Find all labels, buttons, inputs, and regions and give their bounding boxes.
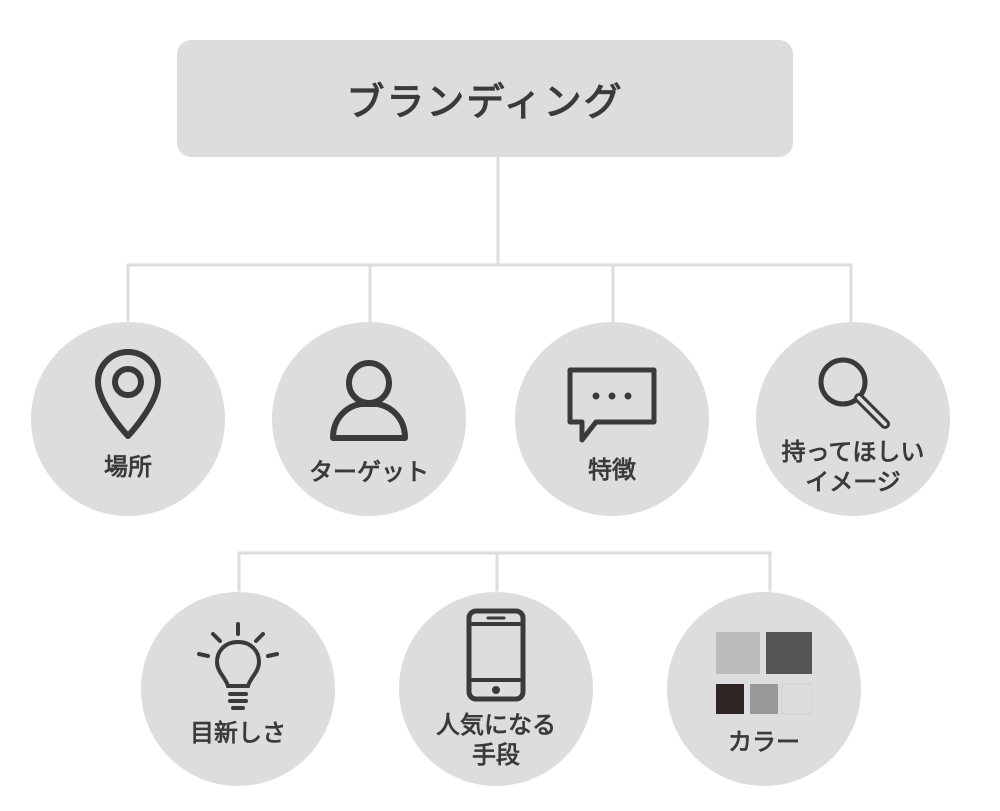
node-features-label: 特徴 xyxy=(515,455,709,485)
swatch-mid-gray xyxy=(750,684,778,714)
node-novelty-label: 目新しさ xyxy=(141,718,335,748)
node-location: 場所 xyxy=(31,322,225,516)
node-popularity-label: 人気になる 手段 xyxy=(399,710,593,770)
node-features: 特徴 xyxy=(515,322,709,516)
node-color-label: カラー xyxy=(667,727,861,757)
lightbulb-icon xyxy=(193,620,283,720)
node-image-label: 持ってほしい イメージ xyxy=(756,437,950,497)
title-box: ブランディング xyxy=(177,40,793,157)
node-color-label-line-1: カラー xyxy=(728,728,800,756)
swatch-light-gray xyxy=(716,632,760,674)
swatch-dark-gray xyxy=(766,632,812,674)
node-popularity: 人気になる 手段 xyxy=(399,592,593,786)
node-novelty-label-line-1: 目新しさ xyxy=(190,719,286,747)
person-icon xyxy=(327,358,411,448)
node-color: カラー xyxy=(667,592,861,786)
diagram-title: ブランディング xyxy=(346,80,624,124)
swatch-near-black xyxy=(716,684,744,714)
node-image-label-line-2: イメージ xyxy=(805,468,901,496)
magnifier-icon xyxy=(813,352,893,436)
map-pin-icon xyxy=(92,348,164,444)
node-target-label-line-1: ターゲット xyxy=(309,458,429,486)
node-features-label-line-1: 特徴 xyxy=(588,456,636,484)
node-popularity-label-line-1: 人気になる xyxy=(436,711,556,739)
node-novelty: 目新しさ xyxy=(141,592,335,786)
color-swatches-icon xyxy=(716,632,813,720)
speech-bubble-icon xyxy=(566,366,658,450)
node-location-label-line-1: 場所 xyxy=(104,453,152,481)
node-target-label: ターゲット xyxy=(272,457,466,487)
node-image-label-line-1: 持ってほしい xyxy=(781,438,925,466)
node-target: ターゲット xyxy=(272,322,466,516)
node-image: 持ってほしい イメージ xyxy=(756,322,950,516)
node-location-label: 場所 xyxy=(31,452,225,482)
node-popularity-label-line-2: 手段 xyxy=(472,741,520,769)
smartphone-icon xyxy=(466,608,526,706)
swatch-pale-gray xyxy=(781,683,813,715)
